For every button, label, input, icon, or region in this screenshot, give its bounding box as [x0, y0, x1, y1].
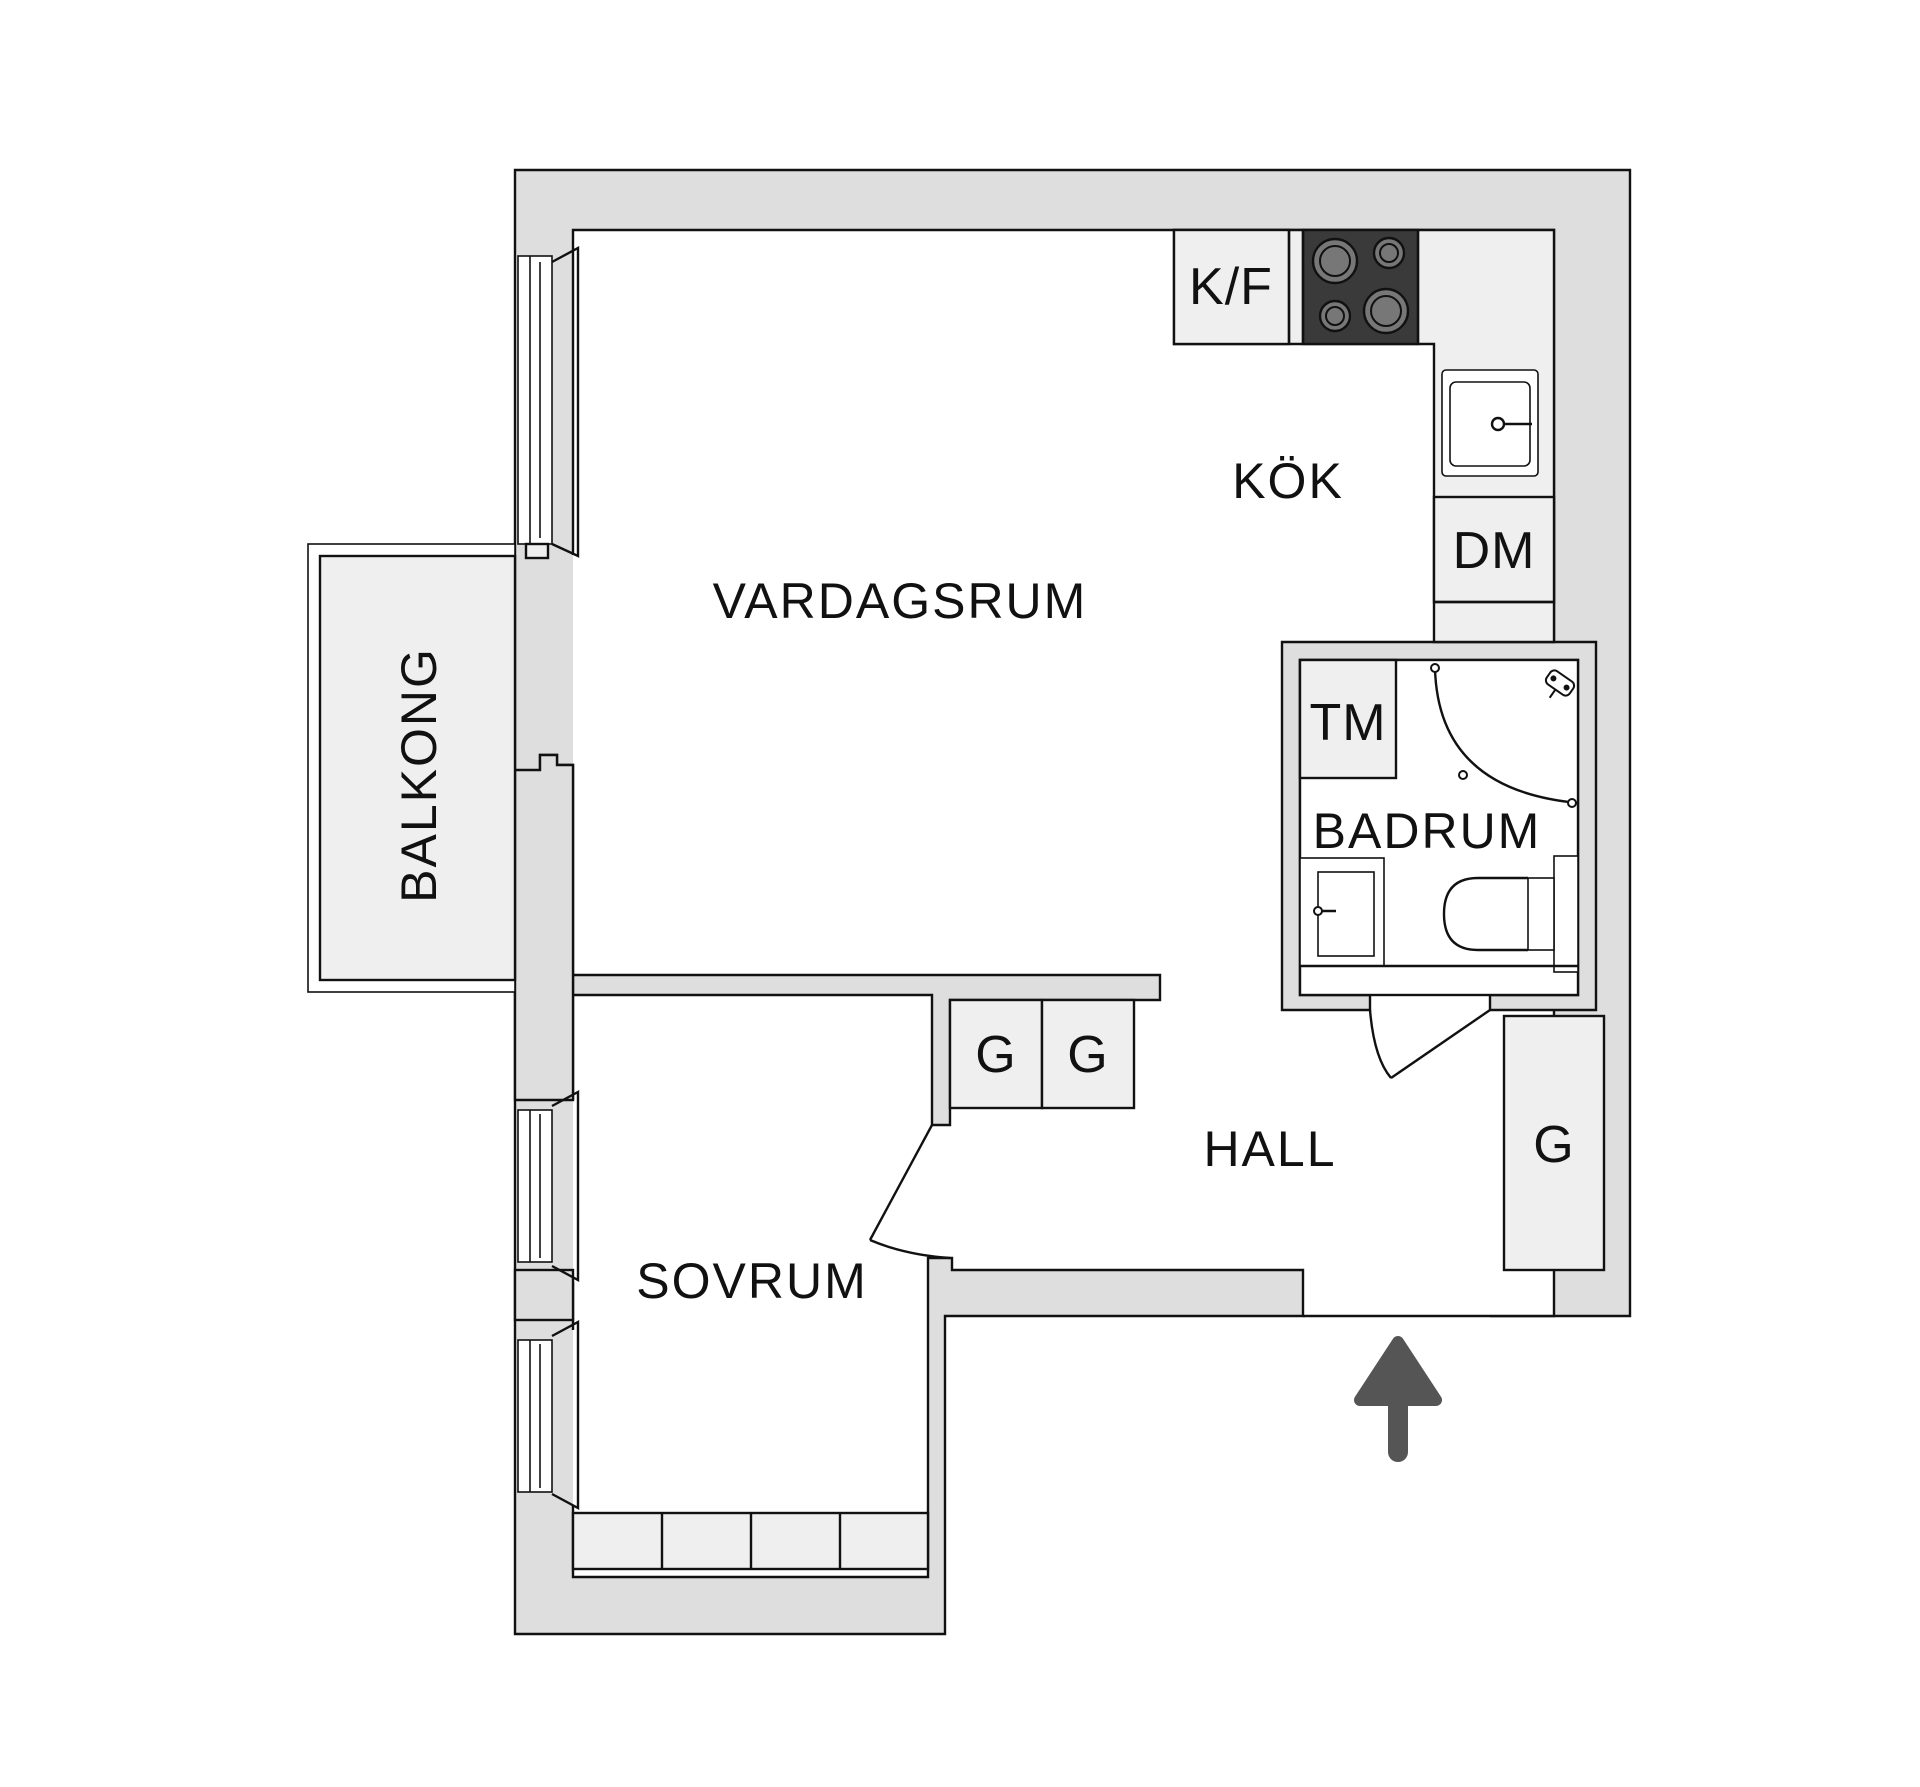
label-bathroom: BADRUM [1313, 803, 1542, 859]
interior-floor [573, 230, 1554, 1577]
label-living-room: VARDAGSRUM [713, 573, 1088, 629]
label-fridge-freezer: K/F [1189, 258, 1273, 316]
balcony: BALKONG [307, 543, 517, 993]
label-wardrobe-3: G [1533, 1116, 1574, 1174]
window-living [517, 245, 580, 560]
stove-icon [1301, 228, 1420, 346]
label-balcony: BALKONG [391, 647, 447, 903]
bedroom-door [868, 1124, 951, 1260]
wall-left-column [513, 753, 575, 1102]
washing-machine [1298, 658, 1398, 780]
label-dishwasher: DM [1453, 522, 1536, 580]
window-bedroom-lower [517, 1319, 580, 1511]
sink-icon [1299, 857, 1385, 967]
label-kitchen: KÖK [1232, 453, 1344, 509]
fridge-freezer [1172, 228, 1291, 346]
bathroom-interior: TM [1298, 658, 1580, 997]
wall-pier-lower [513, 1268, 575, 1322]
label-wardrobe-1: G [975, 1026, 1016, 1084]
label-wardrobe-2: G [1067, 1026, 1108, 1084]
kitchen-counter: K/F DM [1172, 228, 1556, 644]
sink-icon [1441, 369, 1539, 477]
label-bedroom: SOVRUM [636, 1253, 867, 1309]
arrow-up-icon [1354, 1336, 1442, 1462]
bedroom-wardrobe-row [571, 1511, 930, 1571]
toilet-icon [1442, 855, 1579, 973]
bathroom-door [1368, 1009, 1491, 1079]
window-bedroom-upper [517, 1089, 580, 1283]
shower-icon [1430, 663, 1579, 808]
hall-wardrobes: G G [948, 998, 1136, 1110]
wall-living-bedroom [571, 973, 1162, 1127]
dishwasher [1432, 495, 1556, 604]
hall-wardrobe-right: G [1502, 1014, 1606, 1272]
label-hall: HALL [1203, 1121, 1336, 1177]
label-washing-machine: TM [1309, 694, 1386, 752]
